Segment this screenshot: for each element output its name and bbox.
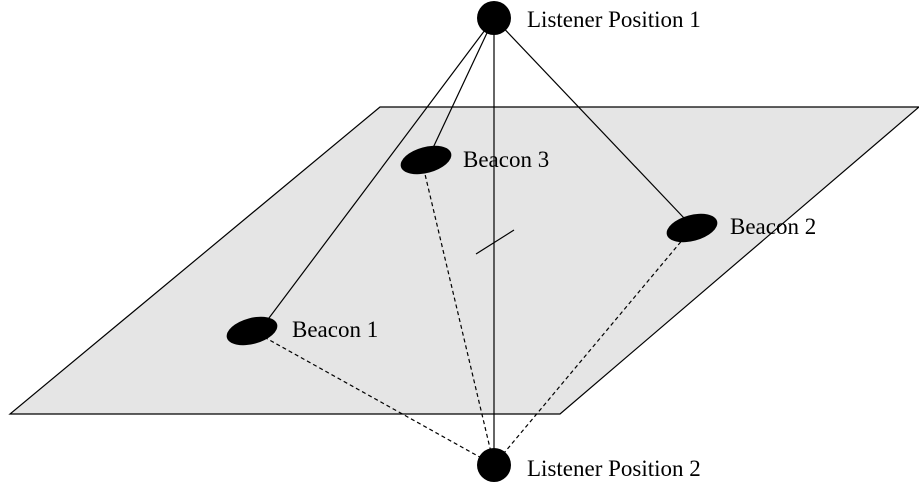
dashed-listener2-beacon2 xyxy=(493,237,685,466)
beacon-3-marker xyxy=(400,145,452,175)
line-listener1-beacon2 xyxy=(493,17,685,219)
dashed-listener2-beacon3 xyxy=(423,169,495,466)
listener-position-1-label: Listener Position 1 xyxy=(527,7,701,32)
plane-intersection-mark xyxy=(475,229,515,255)
listener-position-2-marker xyxy=(477,448,511,482)
beacon-1-marker xyxy=(226,316,278,346)
line-listener1-beacon1 xyxy=(265,17,495,323)
listener-position-2-label: Listener Position 2 xyxy=(527,456,701,481)
beacon-1-label: Beacon 1 xyxy=(292,317,378,342)
dashed-listener2-beacon1 xyxy=(263,336,495,466)
listener-position-1-marker xyxy=(477,1,511,35)
beacon-2-label: Beacon 2 xyxy=(730,214,816,239)
beacon-2-marker xyxy=(666,213,718,243)
line-listener1-beacon3 xyxy=(431,17,495,151)
beacon-3-label: Beacon 3 xyxy=(463,147,549,172)
